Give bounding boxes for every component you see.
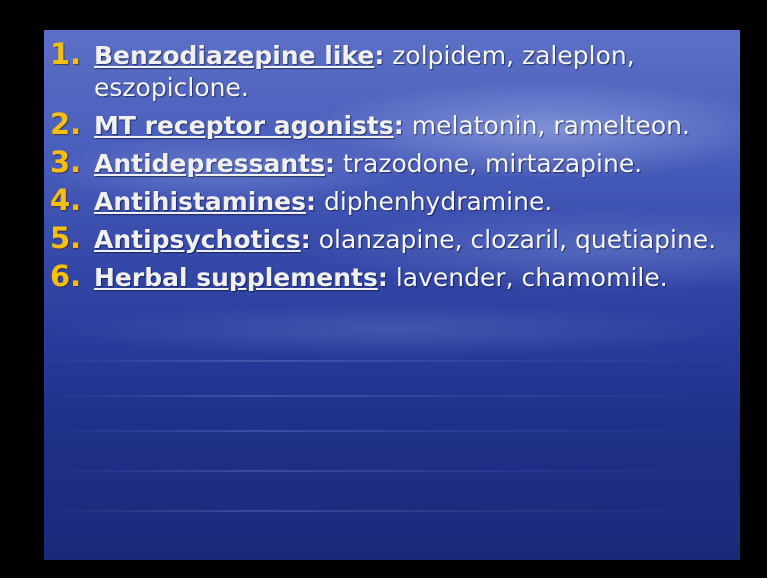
water-shimmer	[44, 510, 740, 512]
item-term: Antihistamines	[94, 187, 306, 216]
list-item: 2. MT receptor agonists: melatonin, ramel…	[50, 107, 740, 142]
list-item: 4. Antihistamines: diphenhydramine.	[50, 183, 740, 218]
item-description: zolpidem, zaleplon, eszopiclone.	[94, 41, 635, 102]
item-term: MT receptor agonists	[94, 111, 394, 140]
item-number: 5.	[50, 221, 82, 255]
water-shimmer	[44, 470, 740, 472]
item-term: Herbal supplements	[94, 263, 378, 292]
item-term: Benzodiazepine like	[94, 41, 375, 70]
item-number: 1.	[50, 37, 82, 71]
item-description: melatonin, ramelteon.	[403, 111, 690, 140]
presentation-slide: 1. Benzodiazepine like: zolpidem, zaleplo…	[44, 30, 740, 560]
list-item: 1. Benzodiazepine like: zolpidem, zaleplo…	[50, 37, 740, 104]
item-term: Antipsychotics	[94, 225, 301, 254]
item-colon: :	[300, 225, 311, 254]
list-item: 5. Antipsychotics: olanzapine, clozaril, …	[50, 221, 740, 256]
item-number: 6.	[50, 259, 82, 293]
item-number: 3.	[50, 145, 82, 179]
item-term: Antidepressants	[94, 149, 325, 178]
item-description: diphenhydramine.	[316, 187, 553, 216]
item-colon: :	[374, 41, 385, 70]
slide-bullet-list: 1. Benzodiazepine like: zolpidem, zaleplo…	[50, 37, 740, 300]
item-description: olanzapine, clozaril, quetiapine.	[310, 225, 717, 254]
water-shimmer	[44, 430, 740, 432]
item-description: trazodone, mirtazapine.	[334, 149, 643, 178]
list-item: 6. Herbal supplements: lavender, chamomil…	[50, 259, 740, 294]
item-colon: :	[393, 111, 404, 140]
item-description: lavender, chamomile.	[387, 263, 668, 292]
item-colon: :	[377, 263, 388, 292]
water-shimmer	[44, 360, 740, 362]
item-number: 4.	[50, 183, 82, 217]
water-shimmer	[44, 395, 740, 397]
list-item: 3. Antidepressants: trazodone, mirtazapin…	[50, 145, 740, 180]
item-number: 2.	[50, 107, 82, 141]
item-colon: :	[306, 187, 316, 216]
item-colon: :	[324, 149, 335, 178]
